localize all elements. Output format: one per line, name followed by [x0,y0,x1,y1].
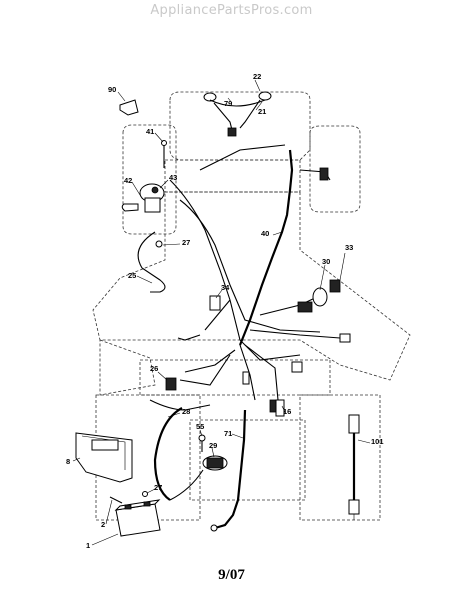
callout-22: 22 [253,72,261,81]
callout-28: 28 [182,407,190,416]
callout-43: 43 [169,173,177,182]
callout-8: 8 [66,457,70,466]
callout-21: 21 [258,107,266,116]
callout-101: 101 [371,437,384,446]
callout-30: 30 [322,257,330,266]
callout-26: 26 [150,364,158,373]
ground-wire-25 [137,231,166,293]
bracket-90 [119,99,139,116]
callout-33: 33 [345,243,353,252]
headlight-assembly [203,91,272,137]
callout-27-lower: 27 [154,483,162,492]
connector-30-33 [312,279,341,307]
date-code: 9/07 [218,567,245,583]
battery-cables [149,377,211,501]
harness-101 [348,414,360,520]
solenoid-29 [169,434,228,501]
callout-labels: 22 90 79 21 41 43 42 40 27 33 30 25 34 2… [66,72,384,550]
callout-55: 55 [196,422,204,431]
leader-lines [72,79,371,546]
callout-90: 90 [108,85,116,94]
switch-16 [275,399,285,417]
battery-1 [114,499,161,537]
battery-tray-8 [75,432,133,483]
callout-29: 29 [209,441,217,450]
callout-42: 42 [124,176,132,185]
callout-41: 41 [146,127,154,136]
main-harness-40 [169,144,351,413]
callout-2: 2 [101,520,105,529]
callout-40: 40 [261,229,269,238]
bolt-2 [109,496,123,504]
watermark: AppliancePartsPros.com [150,3,313,18]
callout-1: 1 [86,541,90,550]
tractor-outline [92,91,411,521]
callout-79: 79 [224,99,232,108]
callout-16: 16 [283,407,291,416]
callout-34: 34 [221,283,230,292]
callout-27-upper: 27 [182,238,190,247]
coil-cable-71 [214,409,247,530]
callout-71: 71 [224,429,232,438]
callout-25: 25 [128,271,136,280]
